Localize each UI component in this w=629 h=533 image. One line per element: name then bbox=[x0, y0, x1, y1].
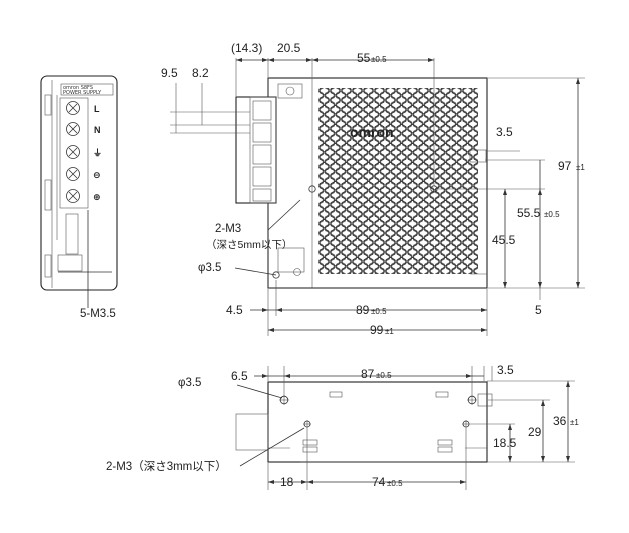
dim-89-tol: ±0.5 bbox=[371, 307, 387, 316]
dim-55: 55 bbox=[357, 51, 371, 65]
side-view: omron 2-M3 （深さ5mm以下） φ3.5 (14.3) 20.5 55 bbox=[161, 41, 585, 337]
dim-55-5: 55.5 bbox=[517, 206, 541, 220]
dim-14-3: (14.3) bbox=[231, 41, 262, 55]
dim-99-tol: ±1 bbox=[385, 327, 394, 336]
bottom-hole-left bbox=[279, 395, 289, 405]
dim-74-tol: ±0.5 bbox=[387, 479, 403, 488]
side-hole-upper bbox=[308, 185, 316, 193]
dim-45-5: 45.5 bbox=[492, 233, 516, 247]
terminal-block bbox=[59, 97, 89, 209]
front-view: omron S8FS POWER SUPPLY L N ⏚ ⊖ ⊕ 5-M3.5 bbox=[40, 75, 118, 320]
dim-97: 97 bbox=[558, 159, 572, 173]
terminal-screw-3 bbox=[66, 145, 80, 159]
side-hole-phi bbox=[272, 271, 280, 279]
bottom-holes-callout: 2-M3（深さ3mm以下） bbox=[106, 459, 227, 473]
bottom-hole-diameter-callout: φ3.5 bbox=[178, 377, 201, 389]
terminal-screw-5 bbox=[66, 189, 80, 203]
bottom-hole-right bbox=[467, 395, 477, 405]
dim-55-5-tol: ±0.5 bbox=[544, 210, 560, 219]
terminal-label-plus: ⊕ bbox=[93, 192, 101, 202]
dim-8-2: 8.2 bbox=[192, 66, 209, 80]
dim-74: 74 bbox=[372, 475, 386, 489]
dim-18-5: 18.5 bbox=[493, 436, 517, 450]
terminal-block-side bbox=[235, 96, 277, 204]
dim-5: 5 bbox=[535, 303, 542, 317]
front-view-body bbox=[40, 75, 118, 291]
bottom-m3-hole-right bbox=[462, 420, 470, 428]
dim-36: 36 bbox=[553, 414, 567, 428]
dim-3-5-bottom: 3.5 bbox=[497, 363, 514, 377]
side-connector bbox=[277, 247, 305, 273]
dim-87-tol: ±0.5 bbox=[376, 371, 392, 380]
bottom-view-body bbox=[267, 381, 488, 463]
dim-99: 99 bbox=[370, 323, 384, 337]
terminal-label-n: N bbox=[94, 125, 101, 135]
terminal-label-ground: ⏚ bbox=[93, 148, 102, 158]
dim-97-tol: ±1 bbox=[576, 163, 585, 172]
dim-9-5: 9.5 bbox=[161, 66, 178, 80]
front-label-plate bbox=[60, 83, 114, 96]
dim-6-5: 6.5 bbox=[231, 369, 248, 383]
dim-3-5-side: 3.5 bbox=[496, 125, 513, 139]
dim-29: 29 bbox=[528, 425, 542, 439]
arrowheads bbox=[236, 58, 580, 484]
bottom-terminal-stub bbox=[235, 413, 269, 451]
terminal-screw-2 bbox=[66, 122, 80, 136]
terminal-screw-callout: 5-M3.5 bbox=[80, 308, 116, 320]
side-holes-depth-note: （深さ5mm以下） bbox=[206, 239, 292, 251]
terminal-label-minus: ⊖ bbox=[93, 170, 101, 180]
side-hole-diameter-callout: φ3.5 bbox=[198, 262, 221, 274]
side-slot-right bbox=[469, 149, 487, 163]
front-label-brand: omron S8FS bbox=[63, 85, 93, 91]
front-label-sub: POWER SUPPLY bbox=[63, 90, 102, 96]
terminal-label-l: L bbox=[94, 104, 100, 114]
side-holes-callout: 2-M3 bbox=[215, 223, 241, 235]
side-brand-logo: omron bbox=[350, 124, 394, 140]
dim-87: 87 bbox=[361, 367, 375, 381]
dim-4-5: 4.5 bbox=[226, 303, 243, 317]
dim-36-tol: ±1 bbox=[570, 418, 579, 427]
bottom-m3-hole-left bbox=[303, 420, 311, 428]
terminal-screw-4 bbox=[66, 167, 80, 181]
terminal-screw-1 bbox=[66, 101, 80, 115]
front-slot bbox=[65, 213, 79, 255]
dim-18: 18 bbox=[280, 475, 294, 489]
dim-55-tol: ±0.5 bbox=[371, 55, 387, 64]
dim-89: 89 bbox=[356, 303, 370, 317]
bottom-view: φ3.5 2-M3（深さ3mm以下） 6.5 87 ±0.5 3.5 36 ±1… bbox=[106, 363, 579, 490]
side-hole-leader bbox=[267, 199, 301, 231]
dim-20-5: 20.5 bbox=[277, 41, 301, 55]
